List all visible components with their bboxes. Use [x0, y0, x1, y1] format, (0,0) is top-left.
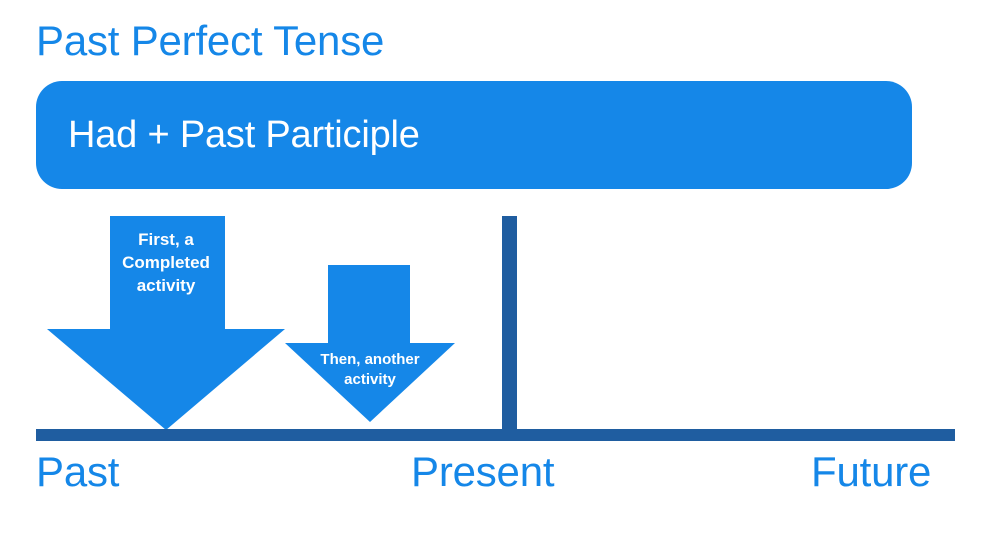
page-title: Past Perfect Tense	[36, 17, 385, 64]
timeline-label-present: Present	[411, 448, 555, 495]
formula-banner: Had + Past Participle	[36, 81, 912, 189]
timeline-label-future: Future	[811, 448, 932, 495]
present-marker	[502, 216, 517, 431]
timeline-baseline	[36, 429, 955, 441]
down-arrow-icon-second	[285, 265, 455, 422]
down-arrow-icon-first	[47, 216, 285, 430]
timeline-label-past: Past	[36, 448, 120, 495]
formula-text: Had + Past Participle	[68, 114, 420, 156]
